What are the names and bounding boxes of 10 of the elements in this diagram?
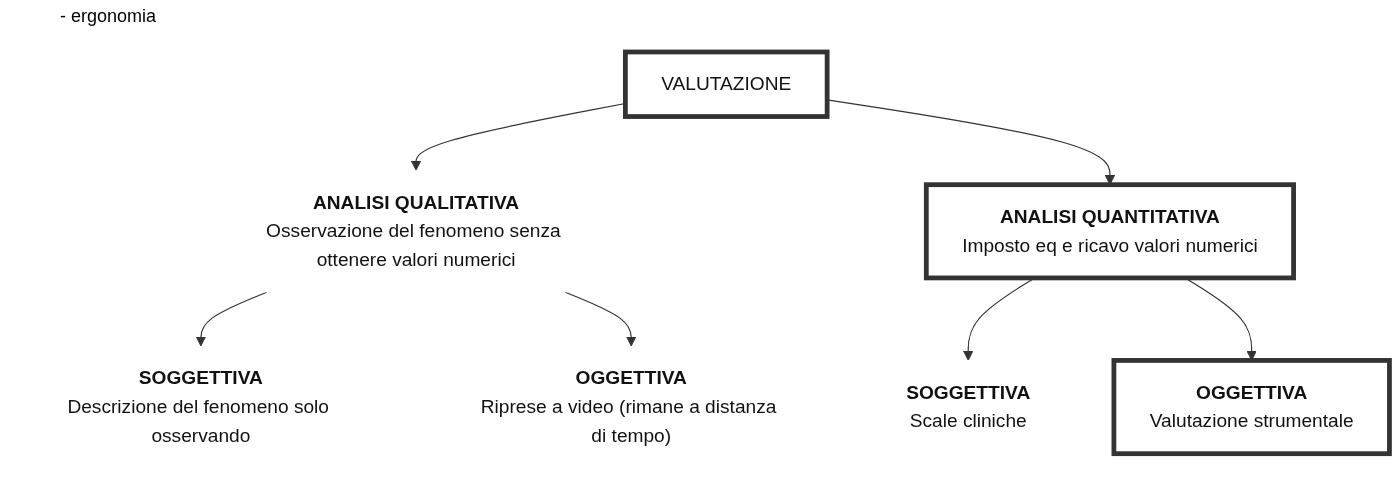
node-text: OGGETTIVA Riprese a video (rimane a distanza di tempo) <box>480 367 777 446</box>
node-box: OGGETTIVA Valutazione strumentale <box>1111 358 1392 457</box>
node-box: ANALISI QUANTITATIVA Imposto eq e ricavo valori numerici <box>923 182 1296 281</box>
note-text: - ergonomia <box>60 6 157 27</box>
node-text: SOGGETTIVA Scale cliniche <box>906 381 1031 431</box>
arrow <box>195 291 268 347</box>
node-text: SOGGETTIVA Descrizione del fenomeno solo osservando <box>67 367 329 446</box>
arrow <box>564 291 637 347</box>
node-box: VALUTAZIONE <box>623 49 830 119</box>
node-text: ANALISI QUALITATIVA Osservazione del fenomeno senza ottenere valori numerici <box>266 191 561 270</box>
